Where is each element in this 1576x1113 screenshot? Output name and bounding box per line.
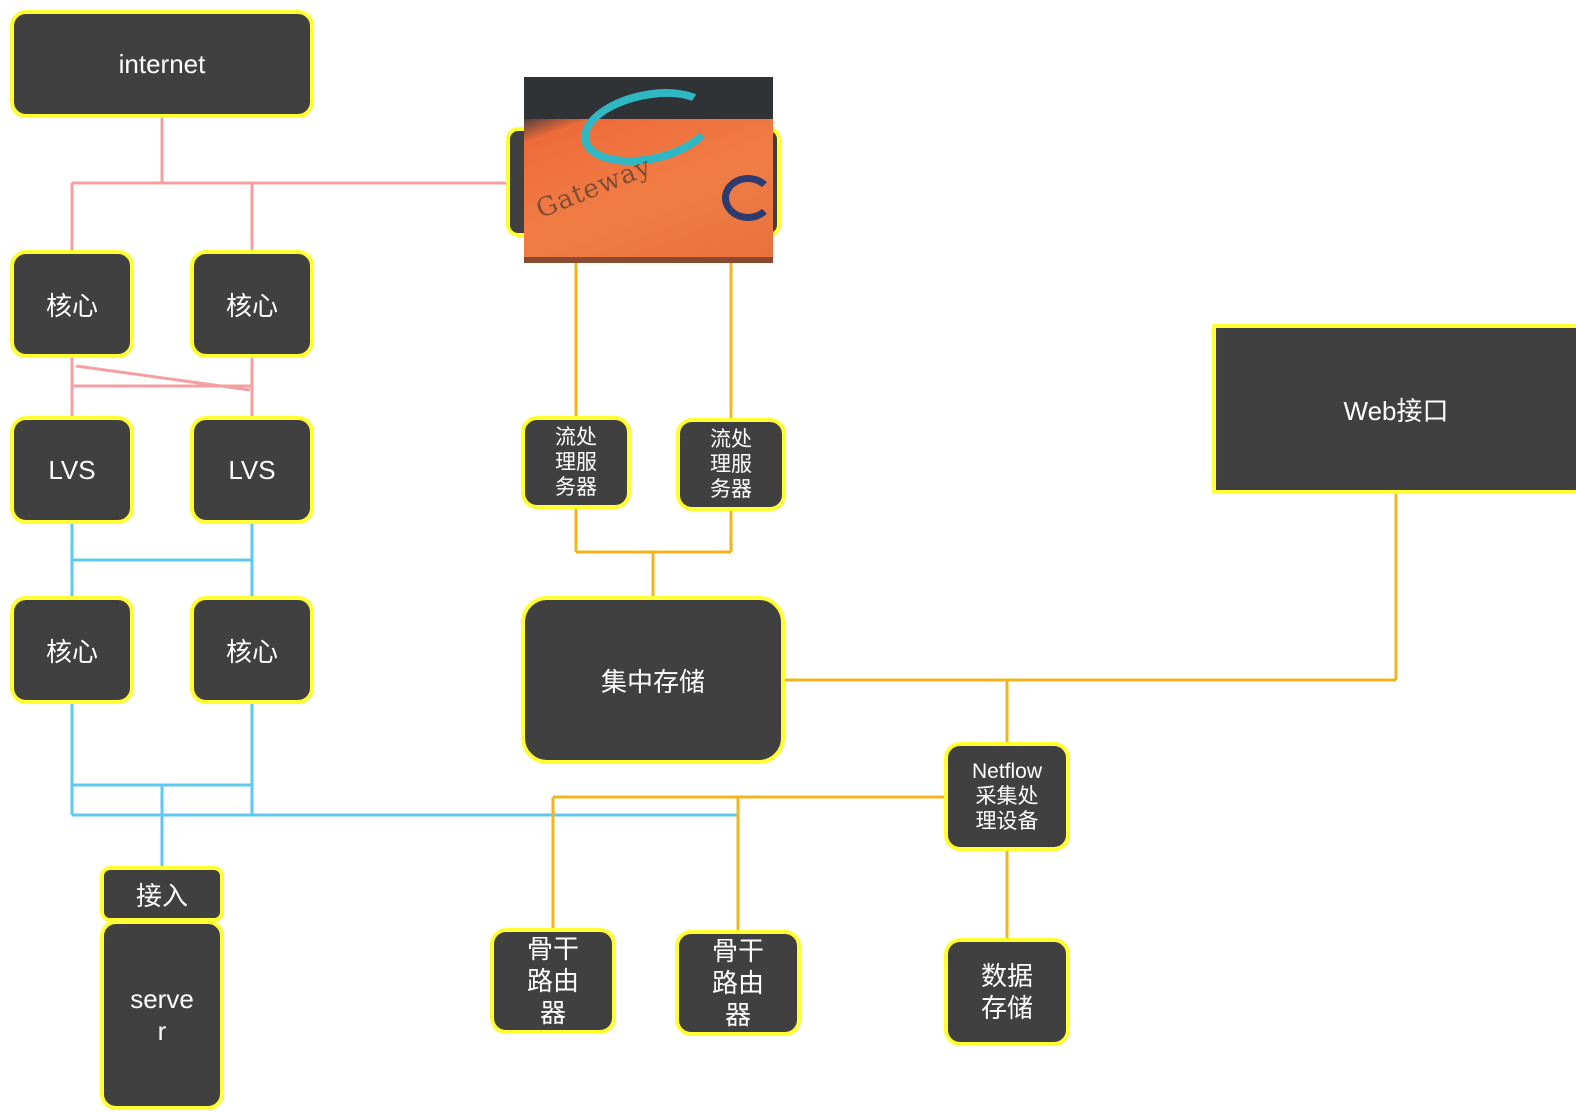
node-core1-a-label: 核心 xyxy=(45,290,98,321)
node-internet[interactable]: internet xyxy=(10,10,314,118)
link-core1-mesh-2 xyxy=(75,364,251,392)
node-backbone-router-a[interactable]: 骨干 路由 器 xyxy=(490,928,616,1034)
node-access[interactable]: 接入 xyxy=(100,866,224,922)
node-core2-a[interactable]: 核心 xyxy=(10,596,134,704)
node-core2-b-label: 核心 xyxy=(225,636,278,667)
node-stream-server-b-label: 流处 理服 务器 xyxy=(710,428,752,501)
gateway-photo-background xyxy=(524,77,773,119)
node-core1-b-label: 核心 xyxy=(225,290,278,321)
node-access-label: 接入 xyxy=(135,880,188,911)
node-central-storage-label: 集中存储 xyxy=(600,666,705,697)
gateway-logo-icon xyxy=(722,175,773,221)
node-netflow[interactable]: Netflow 采集处 理设备 xyxy=(944,742,1070,851)
node-data-storage[interactable]: 数据 存储 xyxy=(944,938,1070,1046)
gateway-photo-edge xyxy=(524,257,773,263)
node-core2-a-label: 核心 xyxy=(45,636,98,667)
node-data-storage-label: 数据 存储 xyxy=(980,961,1033,1023)
node-backbone-router-a-label: 骨干 路由 器 xyxy=(526,934,579,1028)
node-stream-server-b[interactable]: 流处 理服 务器 xyxy=(676,418,786,511)
node-core2-b[interactable]: 核心 xyxy=(190,596,314,704)
node-lvs-b-label: LVS xyxy=(228,454,276,485)
node-netflow-label: Netflow 采集处 理设备 xyxy=(971,760,1043,833)
node-central-storage[interactable]: 集中存储 xyxy=(521,596,785,764)
node-server-label: serve r xyxy=(130,984,194,1046)
gateway-lettering: Gateway xyxy=(532,151,656,225)
node-server[interactable]: serve r xyxy=(100,920,224,1110)
node-internet-label: internet xyxy=(118,48,206,79)
node-web-api[interactable]: Web接口 xyxy=(1212,324,1576,494)
node-stream-server-a-label: 流处 理服 务器 xyxy=(555,426,597,499)
node-stream-server-a[interactable]: 流处 理服 务器 xyxy=(521,416,631,509)
node-backbone-router-b[interactable]: 骨干 路由 器 xyxy=(675,930,801,1036)
node-lvs-b[interactable]: LVS xyxy=(190,416,314,524)
gateway-device-image: Gateway xyxy=(524,77,773,263)
node-lvs-a[interactable]: LVS xyxy=(10,416,134,524)
node-lvs-a-label: LVS xyxy=(48,454,96,485)
node-core1-a[interactable]: 核心 xyxy=(10,250,134,358)
node-core1-b[interactable]: 核心 xyxy=(190,250,314,358)
node-web-api-label: Web接口 xyxy=(1343,395,1449,426)
node-backbone-router-b-label: 骨干 路由 器 xyxy=(711,936,764,1030)
